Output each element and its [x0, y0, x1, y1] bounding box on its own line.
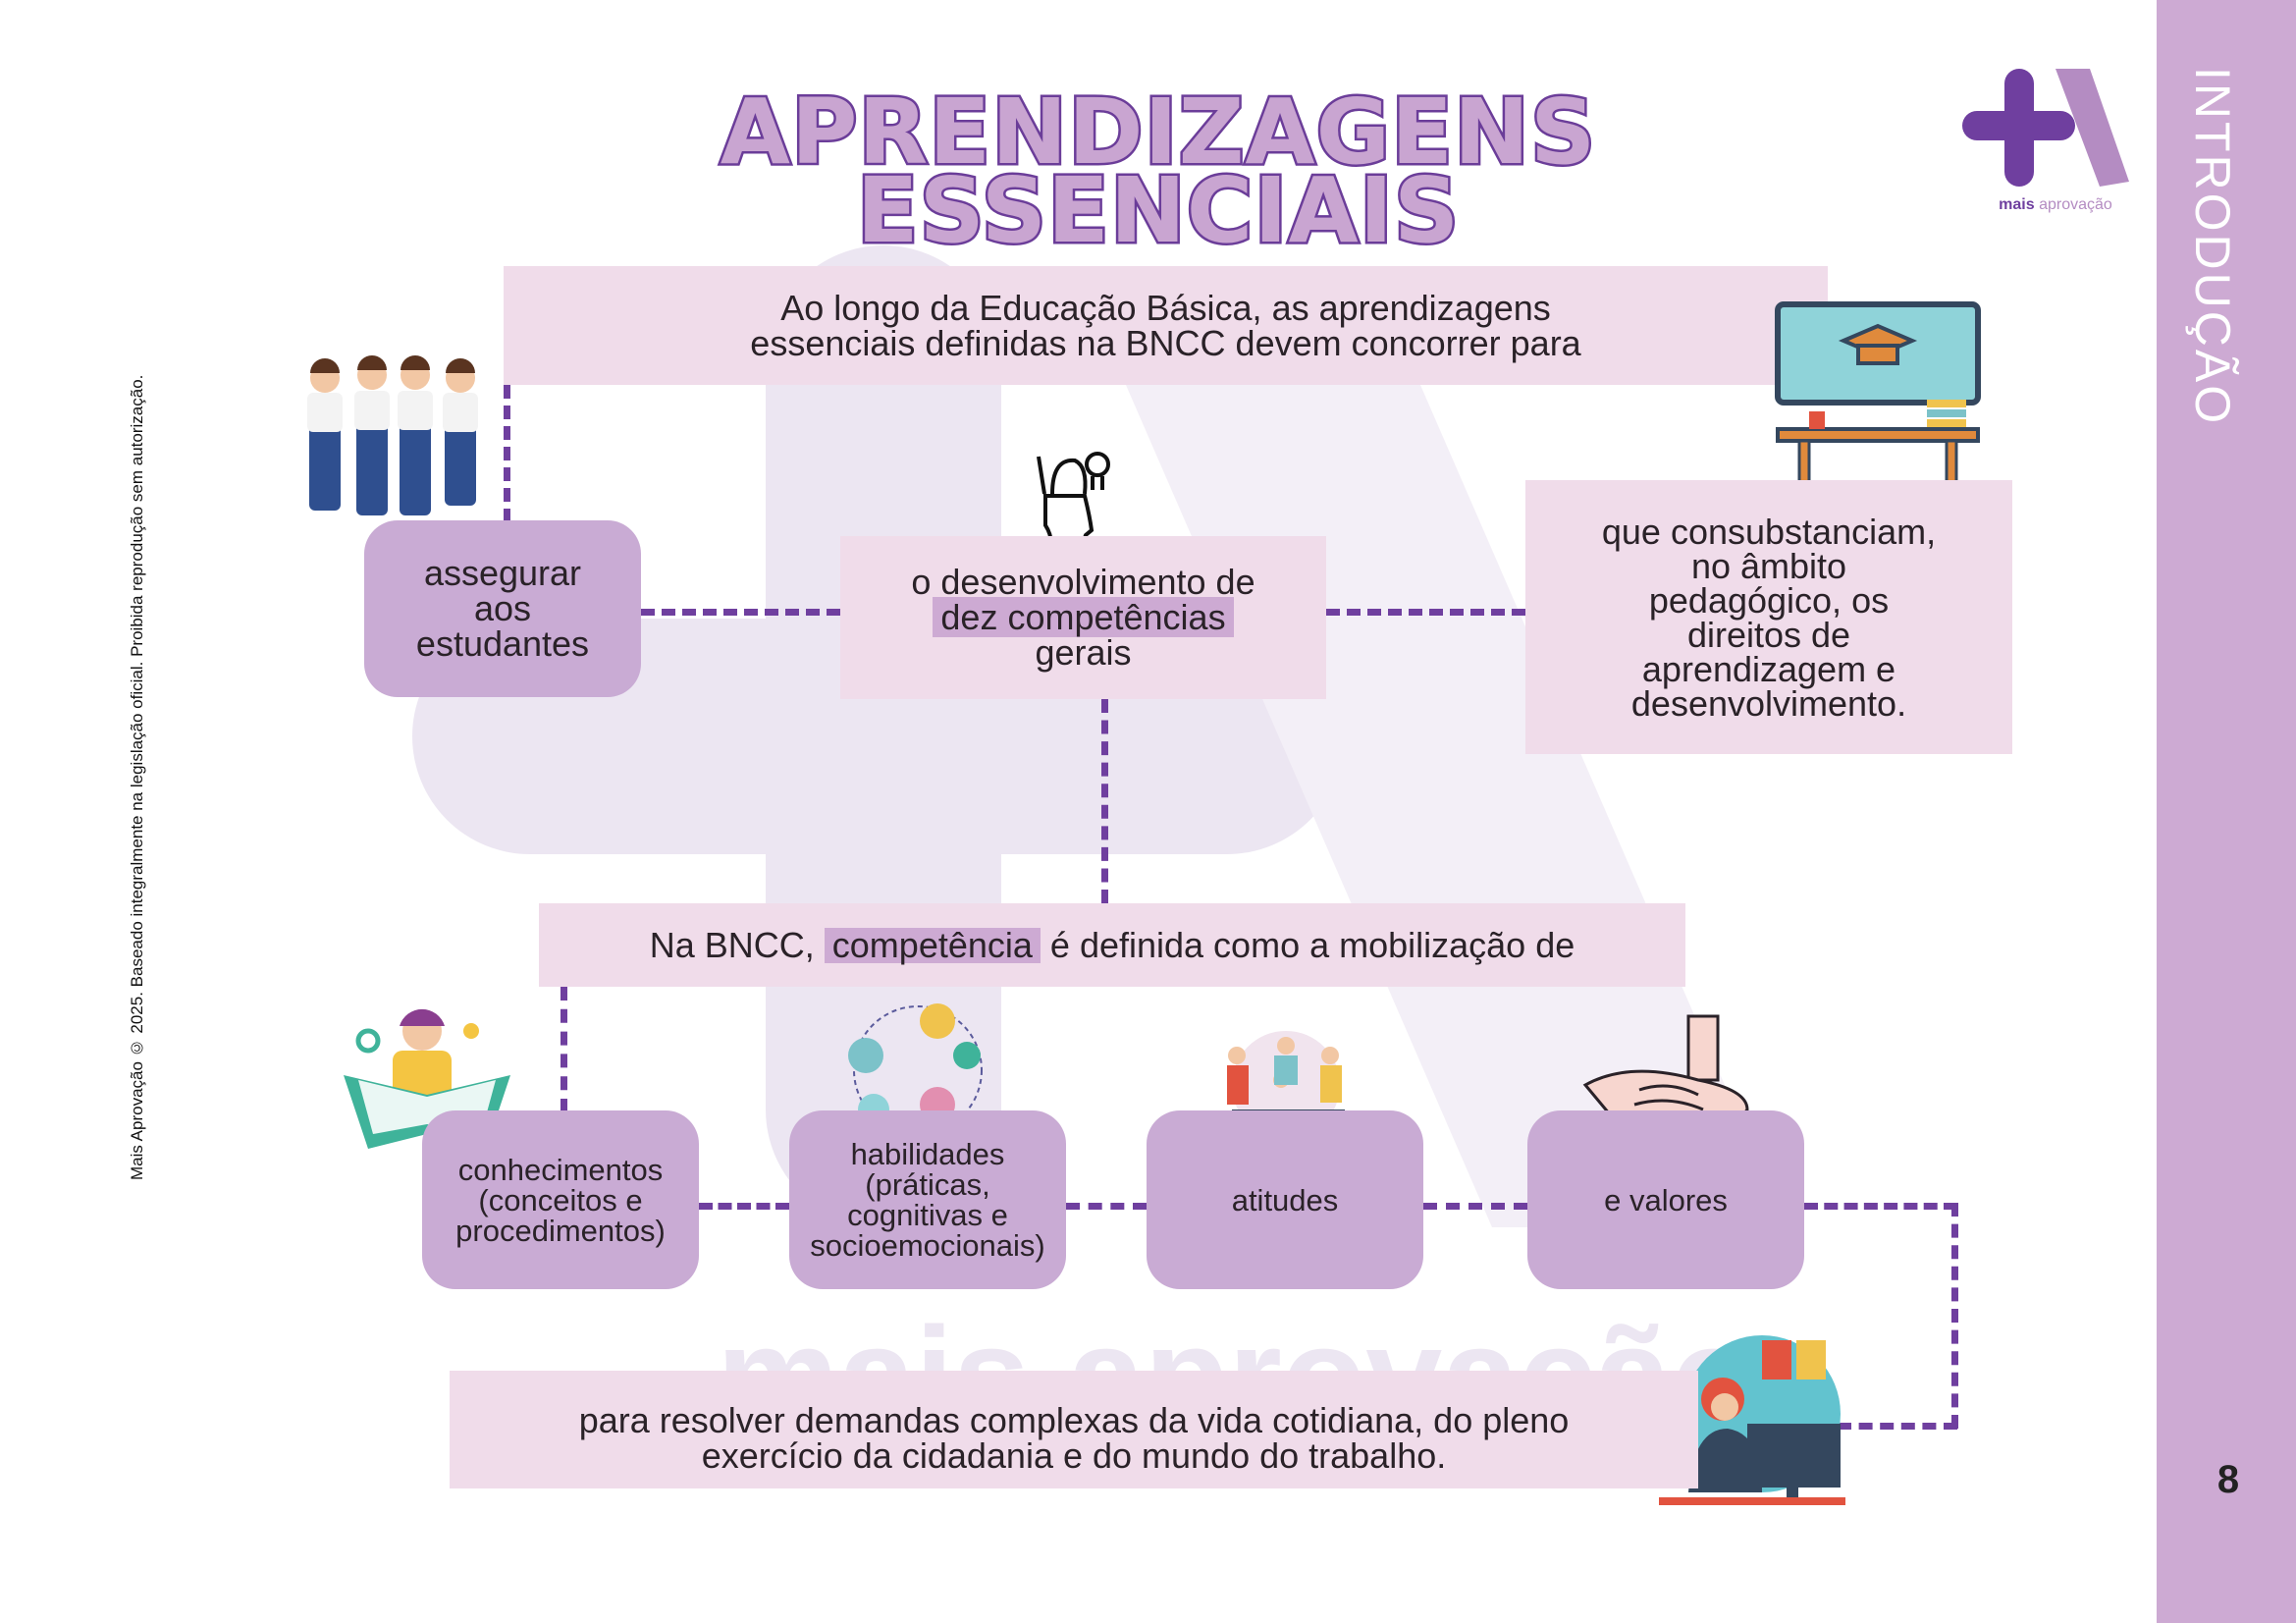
component-line: procedimentos) — [455, 1213, 666, 1248]
assegurar-line-3: estudantes — [415, 623, 590, 664]
assegurar-line-1: assegurar — [423, 553, 582, 593]
title-line-1: APRENDIZAGENS — [718, 80, 1597, 185]
component-line: conhecimentos — [457, 1152, 664, 1187]
valores-cloud: e valores — [1527, 1110, 1804, 1289]
intro-line-2: essenciais definidas na BNCC devem conco… — [750, 322, 1581, 363]
consubstanciam-box: que consubstanciam, no âmbito pedagógico… — [1525, 480, 2012, 754]
component-line: socioemocionais) — [810, 1228, 1045, 1263]
desenvolvimento-box: o desenvolvimento de dez competências ge… — [840, 536, 1326, 699]
connector — [561, 987, 567, 1112]
page-number: 8 — [2216, 1458, 2240, 1501]
competencia-after: é definida como a mobilização de — [1049, 924, 1575, 965]
component-line: (práticas, — [865, 1167, 990, 1202]
consubstanciam-line: no âmbito — [1690, 545, 1847, 586]
connector — [1951, 1203, 1958, 1429]
assegurar-line-2: aos — [473, 588, 532, 628]
component-line: atitudes — [1231, 1182, 1339, 1217]
title-line-2: ESSENCIAIS — [854, 158, 1462, 263]
consubstanciam-line: direitos de — [1686, 614, 1851, 655]
consubstanciam-line: desenvolvimento. — [1630, 682, 1907, 724]
assegurar-cloud: assegurar aos estudantes — [364, 520, 641, 697]
competencia-highlight: competência — [824, 927, 1041, 963]
connector — [504, 385, 510, 522]
logo-text-light: aprovação — [2039, 196, 2112, 213]
consubstanciam-line: que consubstanciam, — [1601, 511, 1937, 552]
desenvolvimento-line-1: o desenvolvimento de — [911, 562, 1255, 602]
habilidades-cloud: habilidades (práticas, cognitivas e soci… — [789, 1110, 1066, 1289]
logo: mais aprovação — [1962, 64, 2129, 216]
component-line: e valores — [1604, 1182, 1728, 1217]
component-line: cognitivas e — [847, 1198, 1008, 1232]
connector — [1326, 609, 1525, 616]
consubstanciam-line: pedagógico, os — [1648, 579, 1890, 621]
conhecimentos-cloud: conhecimentos (conceitos e procedimentos… — [422, 1110, 699, 1289]
intro-box: Ao longo da Educação Básica, as aprendiz… — [504, 266, 1828, 385]
students-illustration-icon — [307, 355, 478, 515]
page-title: APRENDIZAGENS ESSENCIAIS — [589, 80, 1728, 263]
worker-desk-icon — [1659, 1335, 1845, 1505]
logo-icon — [1962, 69, 2129, 187]
sidebar — [2157, 0, 2296, 1623]
conclusion-line-1: para resolver demandas complexas da vida… — [578, 1400, 1570, 1440]
component-line: habilidades — [850, 1137, 1005, 1171]
desenvolvimento-line-3: gerais — [1035, 632, 1132, 673]
connector — [1101, 699, 1108, 903]
connector — [699, 1203, 789, 1210]
competencia-box: Na BNCC, competência é definida como a m… — [539, 903, 1685, 987]
competencia-before: Na BNCC, — [649, 924, 815, 965]
consubstanciam-line: aprendizagem e — [1641, 648, 1896, 689]
connector — [1804, 1203, 1957, 1210]
atitudes-cloud: atitudes — [1147, 1110, 1423, 1289]
conclusion-box: para resolver demandas complexas da vida… — [450, 1371, 1698, 1488]
connector — [1066, 1203, 1147, 1210]
connector — [1838, 1423, 1957, 1430]
legal-notice: Mais Aprovação © 2025. Baseado integralm… — [128, 374, 146, 1181]
component-line: (conceitos e — [478, 1182, 643, 1217]
dez-competencias-highlight: dez competências — [933, 597, 1234, 637]
section-title: INTRODUÇÃO — [2185, 67, 2240, 427]
connector — [641, 609, 840, 616]
classroom-desk-icon — [1775, 301, 1981, 507]
conclusion-line-2: exercício da cidadania e do mundo do tra… — [701, 1435, 1447, 1476]
intro-line-1: Ao longo da Educação Básica, as aprendiz… — [780, 287, 1551, 328]
connector — [1423, 1203, 1527, 1210]
logo-text-bold: mais — [1999, 196, 2035, 213]
